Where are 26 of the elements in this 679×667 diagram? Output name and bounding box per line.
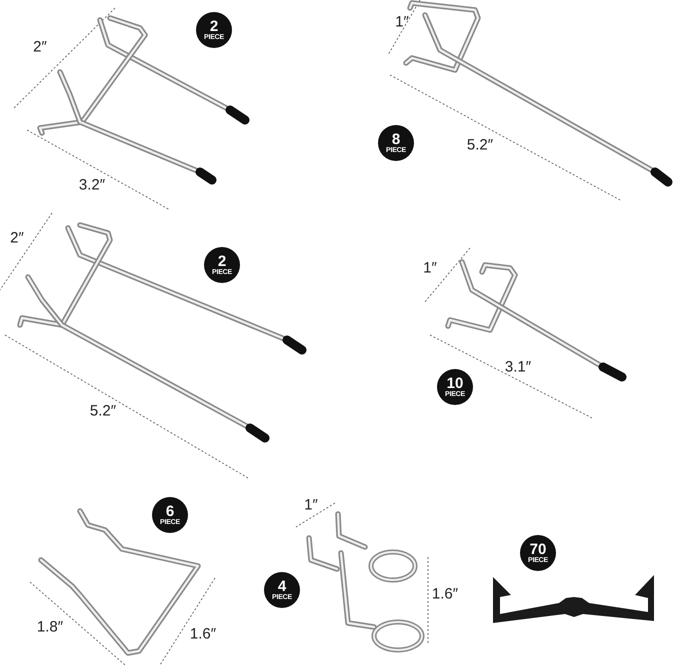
dimension-label: 3.2″ [78, 176, 106, 194]
quantity-badge [520, 535, 556, 571]
quantity-badge [264, 572, 300, 608]
dimension-label: 1.6″ [190, 626, 216, 642]
quantity-badge [204, 247, 240, 283]
quantity-number: 4 [278, 578, 286, 594]
quantity-number: 6 [166, 504, 174, 518]
dimension-label: 1.8″ [36, 618, 64, 636]
quantity-number: 8 [392, 132, 400, 146]
dimension-label: 3.1″ [504, 358, 532, 376]
quantity-badge [196, 12, 232, 48]
dimension-label: 1″ [423, 260, 437, 276]
quantity-badge [152, 497, 188, 533]
quantity-badge [378, 125, 414, 161]
quantity-badge [437, 369, 473, 405]
dimension-label: 2″ [33, 38, 47, 56]
quantity-number: 2 [210, 18, 218, 34]
dimension-label: 1″ [304, 496, 318, 514]
quantity-number: 10 [446, 376, 464, 390]
dimension-label: 5.2″ [90, 402, 116, 420]
dimension-label: 5.2″ [466, 136, 494, 154]
dimension-label: 2″ [10, 230, 24, 246]
quantity-number: 2 [218, 254, 226, 268]
dimension-label: 1″ [395, 14, 409, 30]
dimension-label: 1.6″ [432, 586, 458, 602]
quantity-number: 70 [530, 542, 546, 556]
